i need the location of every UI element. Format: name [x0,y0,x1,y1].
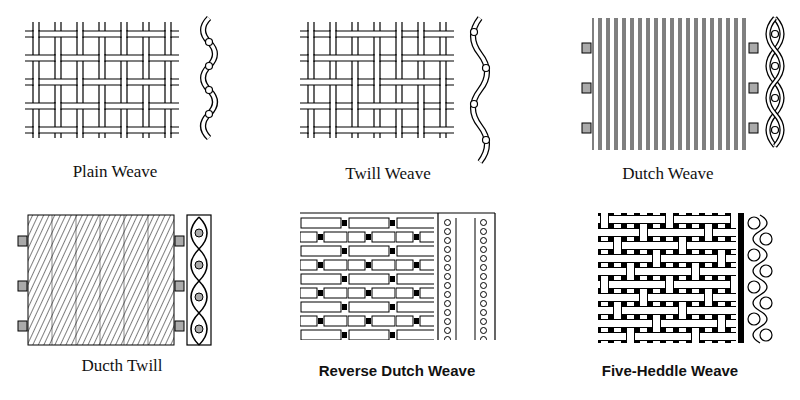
reverse-dutch-figure [300,213,495,340]
dutch-twill-figure [18,215,211,345]
mesh [598,213,736,343]
weave-label: Twill Weave [345,164,430,184]
weave-label: Dutch Weave [622,164,713,184]
mesh [25,22,179,138]
wire-section [195,229,203,333]
wire-section [471,29,490,144]
plain-weave-figure [25,18,215,138]
wire-section [206,39,213,118]
mesh [300,22,454,138]
weft-end [582,43,758,133]
weave-label: Plain Weave [73,162,158,182]
mesh [300,216,434,340]
wire-section [443,218,452,340]
profile-frame [187,215,211,345]
weave-label: Five-Heddle Weave [602,362,738,380]
wire-profile [203,18,215,138]
edge-bar [738,213,744,343]
wire-section [748,217,772,341]
mesh [28,215,174,345]
wire-profile [768,18,782,146]
weft-end [18,236,184,331]
five-heddle-figure [598,213,772,343]
mesh [592,18,748,150]
weave-label: Ducth Twill [81,356,162,376]
wire-section [772,31,779,134]
twill-weave-figure [300,18,490,162]
frame-line [300,213,495,340]
weave-label: Reverse Dutch Weave [319,362,475,380]
dutch-weave-figure [582,18,782,150]
